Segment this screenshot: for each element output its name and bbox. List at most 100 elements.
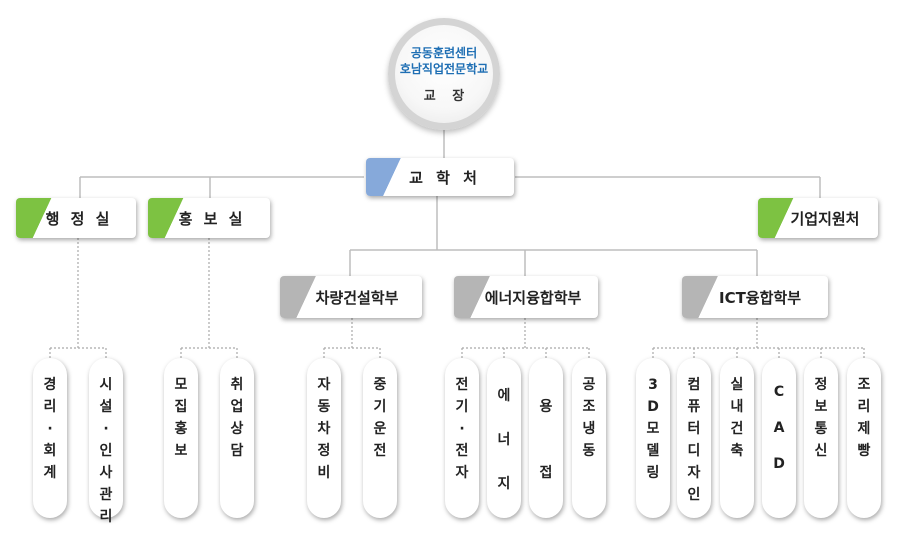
course-label-char: C bbox=[773, 384, 785, 400]
course-label-char: 자 bbox=[455, 465, 469, 481]
course-label-char: 너 bbox=[497, 432, 511, 448]
vehicle-construction-faculty-label: 차량건설학부 bbox=[315, 288, 399, 307]
course-label-char: 취 bbox=[230, 377, 244, 393]
course-label-char: 담 bbox=[230, 443, 244, 459]
org-name-line1: 공동훈련센터 bbox=[410, 45, 478, 60]
course-label-char: A bbox=[773, 420, 785, 436]
green-tab-accent bbox=[148, 198, 188, 238]
academic-affairs-node: 교 학 처 bbox=[366, 158, 514, 196]
principal-node: 공동훈련센터 호남직업전문학교 교 장 bbox=[388, 18, 500, 130]
course-label-char: · bbox=[47, 421, 53, 437]
green-tab-accent bbox=[16, 198, 56, 238]
course-label-char: 3 bbox=[648, 377, 658, 393]
course-label-char: · bbox=[103, 421, 109, 437]
course-label-char: 자 bbox=[317, 377, 331, 393]
course-label-char: 리 bbox=[99, 509, 113, 525]
course-label-char: 자 bbox=[687, 465, 701, 481]
pr-office-node: 홍 보 실 bbox=[148, 198, 270, 238]
corporate-support-node: 기업지원처 bbox=[758, 198, 878, 238]
course-label-char: 계 bbox=[43, 465, 57, 481]
course-label-char: 사 bbox=[99, 465, 113, 481]
course-label-char: 인 bbox=[687, 487, 701, 503]
course-label-char: 접 bbox=[539, 465, 553, 481]
course-label-char: 집 bbox=[174, 399, 188, 415]
course-label-char: 리 bbox=[43, 399, 57, 415]
pr-office-label: 홍 보 실 bbox=[178, 209, 246, 228]
course-label-char: 퓨 bbox=[687, 399, 701, 415]
course-label-char: 제 bbox=[857, 421, 871, 437]
course-label-char: 델 bbox=[646, 443, 660, 459]
course-label-char: 링 bbox=[646, 465, 660, 481]
course-label-char: D bbox=[647, 399, 659, 415]
admin-office-label: 행 정 실 bbox=[45, 209, 113, 228]
org-name-line2: 호남직업전문학교 bbox=[399, 61, 489, 76]
ict-convergence-faculty-node: ICT융합학부 bbox=[682, 276, 828, 318]
gray-tab-accent bbox=[280, 276, 320, 318]
course-label-char: 기 bbox=[455, 399, 469, 415]
vehicle-construction-faculty-node: 차량건설학부 bbox=[280, 276, 422, 318]
course-label-char: 에 bbox=[497, 388, 511, 404]
course-label-char: D bbox=[773, 456, 785, 472]
course-label-char: 터 bbox=[687, 421, 701, 437]
course-label-char: 용 bbox=[539, 399, 553, 415]
course-label-char: 전 bbox=[373, 443, 387, 459]
course-label-char: 동 bbox=[317, 399, 331, 415]
gray-tab-accent bbox=[454, 276, 494, 318]
blue-tab-accent bbox=[366, 158, 406, 196]
course-label-char: 모 bbox=[174, 377, 188, 393]
green-tab-accent bbox=[758, 198, 798, 238]
course-label-char: 설 bbox=[99, 399, 113, 415]
course-cad: C A D bbox=[762, 358, 796, 518]
course-label-char: 신 bbox=[814, 443, 828, 459]
course-label-char: 전 bbox=[455, 377, 469, 393]
course-label-char: 통 bbox=[814, 421, 828, 437]
course-label-char: · bbox=[459, 421, 465, 437]
course-label-char: 시 bbox=[99, 377, 113, 393]
course-label-char: 리 bbox=[857, 399, 871, 415]
gray-tab-accent bbox=[682, 276, 722, 318]
course-label-char: 회 bbox=[43, 443, 57, 459]
course-label-char: 정 bbox=[814, 377, 828, 393]
course-label-char: 실 bbox=[730, 377, 744, 393]
course-label-char: 차 bbox=[317, 421, 331, 437]
course-label-char: 운 bbox=[373, 421, 387, 437]
course-label-char: 인 bbox=[99, 443, 113, 459]
course-label-char: 디 bbox=[687, 443, 701, 459]
course-label-char: 축 bbox=[730, 443, 744, 459]
corporate-support-label: 기업지원처 bbox=[790, 209, 860, 228]
course-label-char: 내 bbox=[730, 399, 744, 415]
energy-convergence-faculty-node: 에너지융합학부 bbox=[454, 276, 598, 318]
course-label-char: 지 bbox=[497, 476, 511, 492]
course-label-char: 기 bbox=[373, 399, 387, 415]
course-label-char: 조 bbox=[582, 399, 596, 415]
course-label-char: 상 bbox=[230, 421, 244, 437]
course-label-char: 모 bbox=[646, 421, 660, 437]
course-label-char: 보 bbox=[174, 443, 188, 459]
principal-label: 교 장 bbox=[423, 88, 471, 104]
course-label-char: 공 bbox=[582, 377, 596, 393]
course-label-char: 빵 bbox=[857, 443, 871, 459]
course-label-char: 중 bbox=[373, 377, 387, 393]
academic-affairs-label: 교 학 처 bbox=[409, 168, 481, 187]
course-label-char: 전 bbox=[455, 443, 469, 459]
course-label-char: 관 bbox=[99, 487, 113, 503]
course-label-char: 조 bbox=[857, 377, 871, 393]
course-label-char: 냉 bbox=[582, 421, 596, 437]
course-label-char: 비 bbox=[317, 465, 331, 481]
